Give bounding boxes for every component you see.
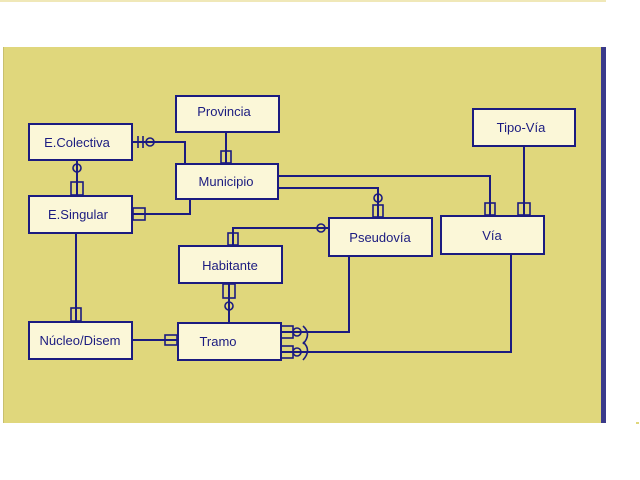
line-via-tramo [281,254,512,353]
entity-label: Habitante [202,258,258,273]
entity-habitante: Habitante [178,245,283,284]
entity-label: Tipo-Vía [497,120,546,135]
top-rule [0,0,606,2]
line-pseudovia-tramo [281,256,350,333]
entity-pseudovia: Pseudovía [328,217,433,257]
entity-tipo-via: Tipo-Vía [472,108,576,147]
line-habitante-pseudovia [232,227,329,246]
entity-municipio: Municipio [175,163,279,200]
entity-label: Pseudovía [349,230,411,245]
entity-e-colectiva: E.Colectiva [28,123,133,161]
line-esingular-municipio [132,199,191,215]
entity-provincia: Provincia [175,95,280,133]
entity-label: Municipio [199,174,254,189]
line-municipio-pseudovia [278,187,379,218]
entity-e-singular: E.Singular [28,195,133,234]
entity-label: E.Colectiva [44,135,111,150]
entity-label: Provincia [197,104,251,119]
entity-label: E.Singular [48,207,109,222]
entity-label: Núcleo/Disem [40,333,121,348]
line-municipio-via [278,175,491,216]
entity-label: Vía [482,228,502,243]
corner-mark [636,422,639,424]
canvas-right-border [601,47,606,423]
entity-label: Tramo [199,334,236,349]
line-ecolectiva-municipio [132,141,186,164]
entity-tramo: Tramo [177,322,282,361]
entity-nucleo-disem: Núcleo/Disem [28,321,133,360]
canvas-left-edge [3,47,4,423]
entity-via: Vía [440,215,545,255]
